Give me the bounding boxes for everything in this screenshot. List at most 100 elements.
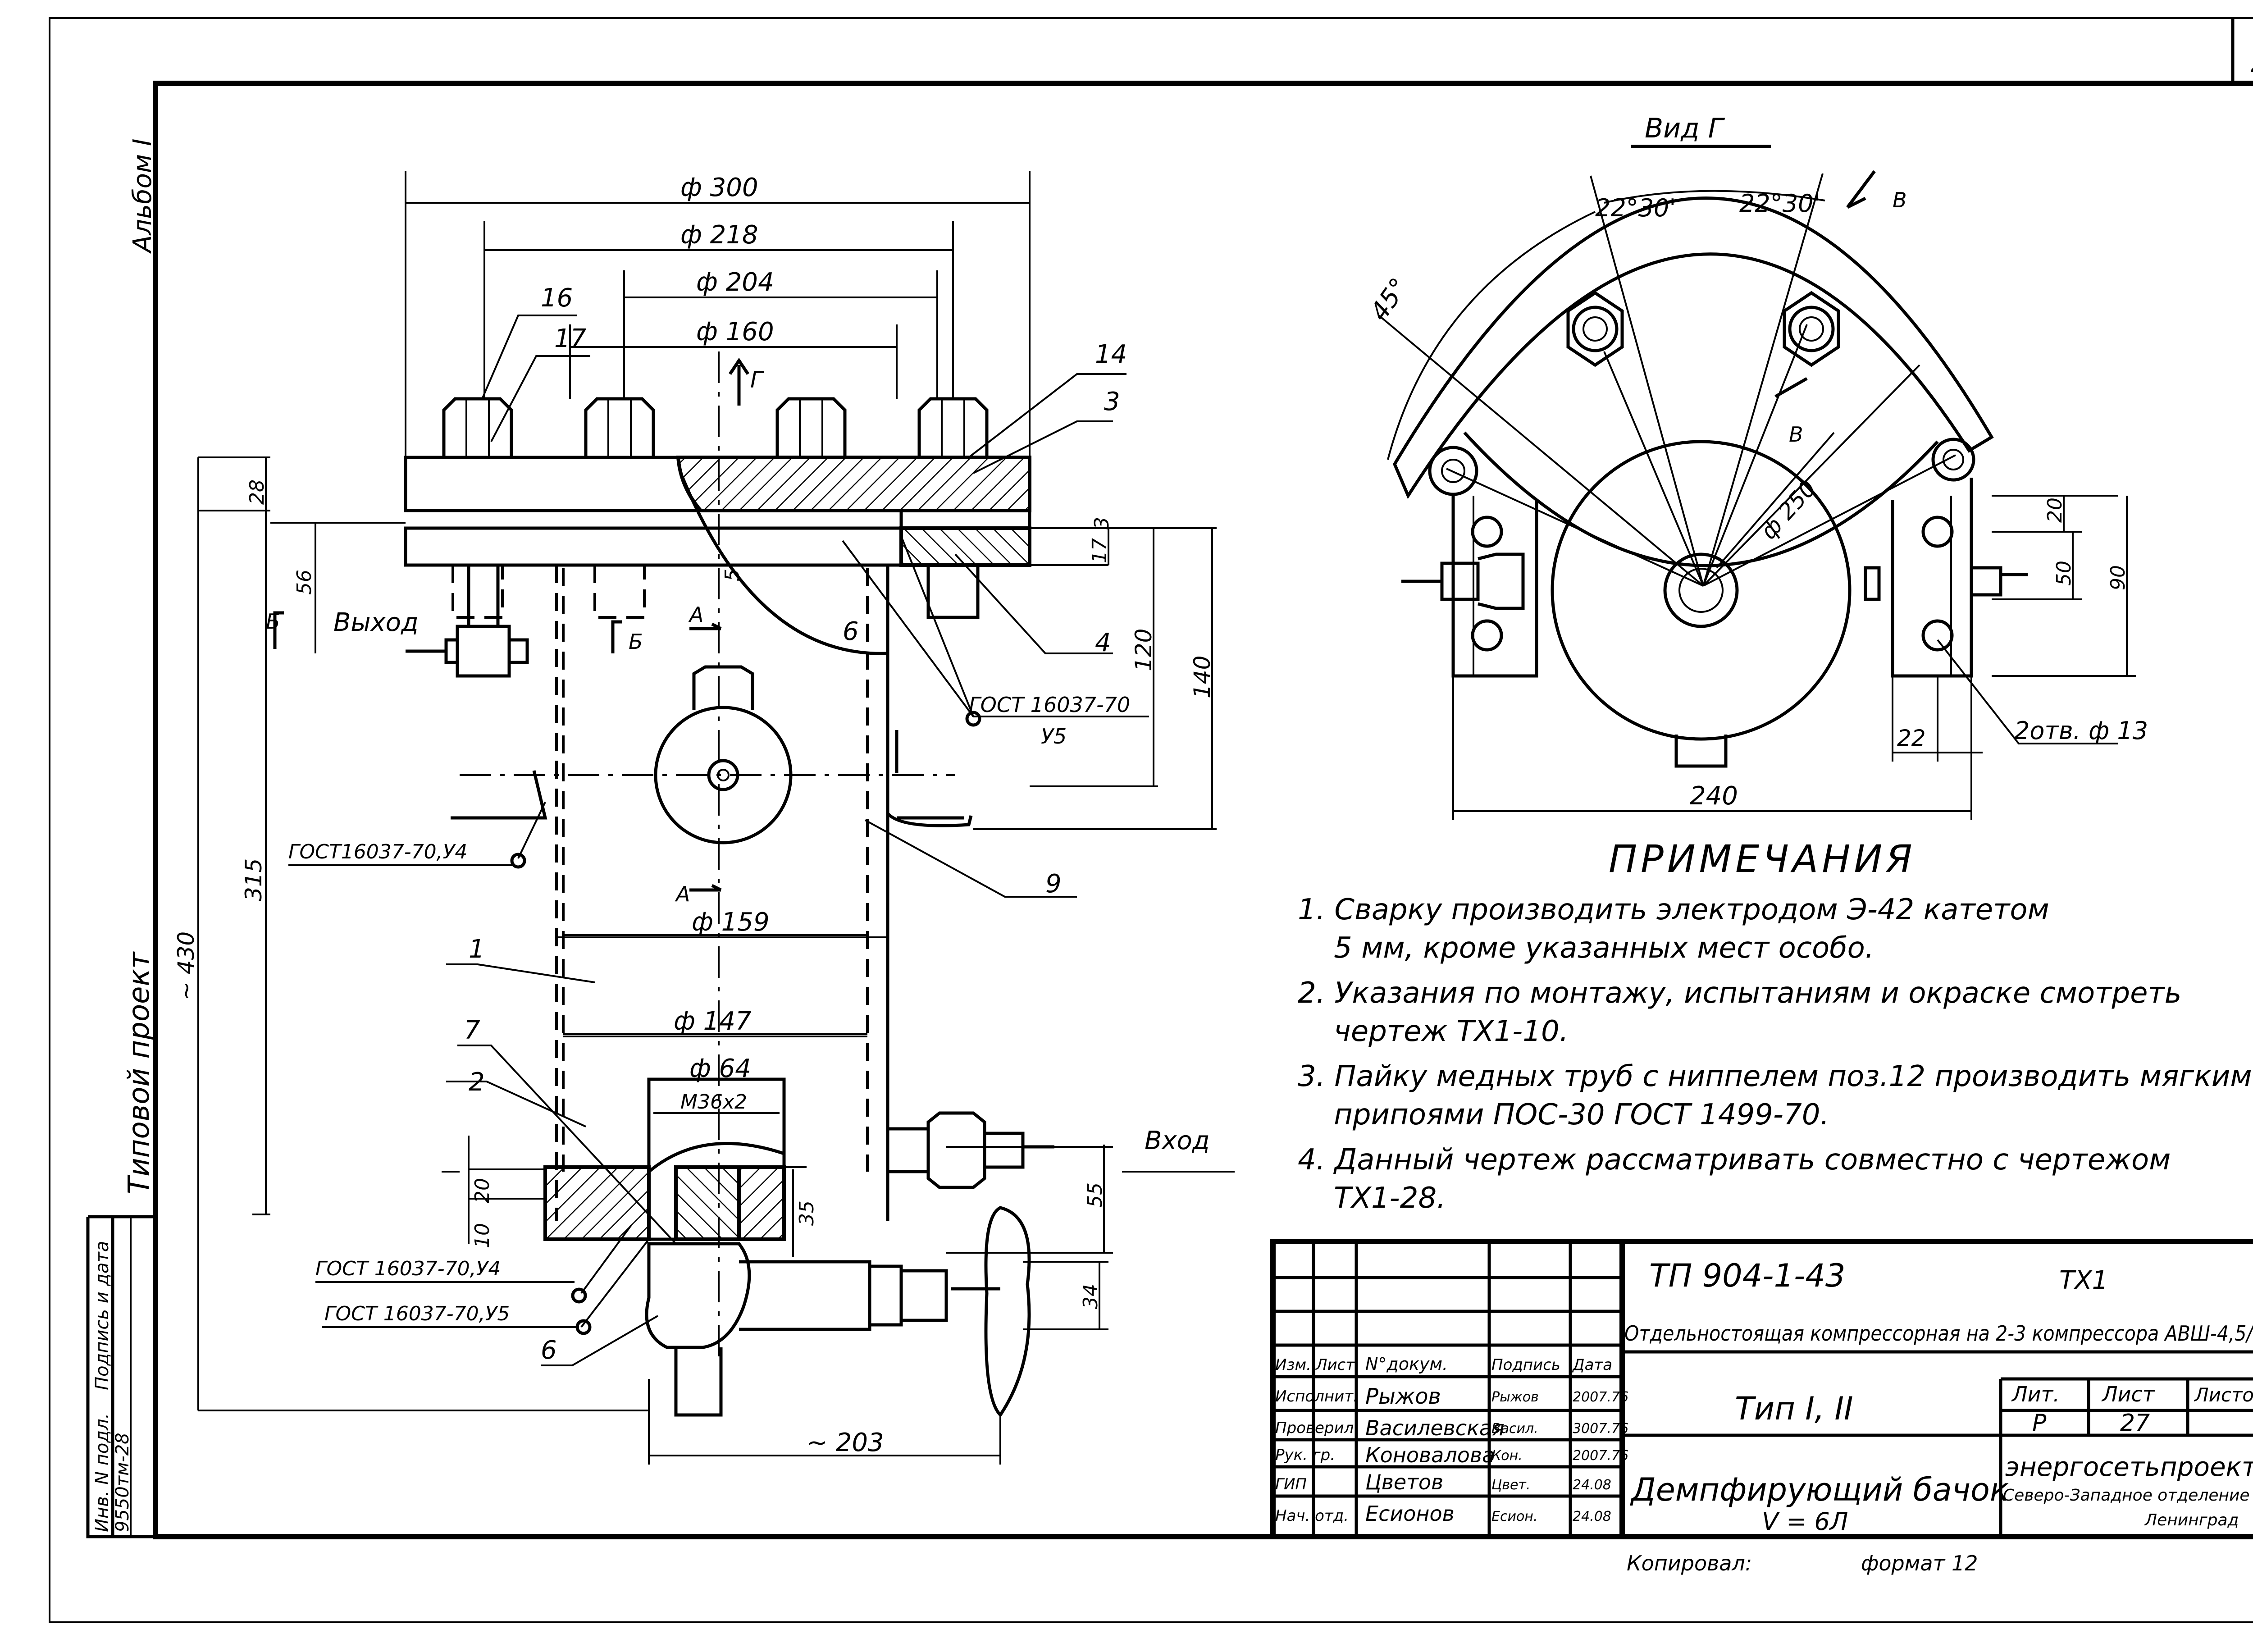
- view-g-bolt-4: [1931, 438, 1975, 482]
- album-label: Альбом I: [128, 139, 157, 254]
- dim-140: 140: [1189, 656, 1215, 698]
- dim-17: 17: [1088, 538, 1111, 563]
- inlet-label: Вход: [1145, 1126, 1210, 1155]
- sign-2: Кон.: [1491, 1448, 1523, 1464]
- label-pos-9: 9: [1045, 869, 1062, 899]
- section-mark-a-top: А: [688, 602, 703, 627]
- view-g-bolt-2: [1783, 291, 1840, 367]
- dim-430: ~ 430: [173, 931, 199, 1000]
- view-g-holes: 2отв. ф 13: [2014, 716, 2148, 745]
- section-mark-b-left: Б: [266, 609, 280, 634]
- dim-203: ~ 203: [807, 1428, 884, 1457]
- section-mark-a-bottom: А: [675, 882, 690, 906]
- role-4: Нач. отд.: [1275, 1507, 1349, 1525]
- notes-heading: ПРИМЕЧАНИЯ: [1609, 837, 1916, 881]
- note-line-6: припоями ПОС-30 ГОСТ 1499-70.: [1334, 1098, 1829, 1132]
- inspection-fitting: [654, 706, 793, 844]
- tb-header-doc: N°докум.: [1365, 1354, 1448, 1374]
- view-g-section-b-mid: В: [1789, 422, 1803, 447]
- label-pos-7: 7: [464, 1016, 480, 1045]
- label-pos-4: 4: [1095, 628, 1111, 657]
- lit-value: Р: [2032, 1410, 2047, 1437]
- tb-header-list: Лист: [1315, 1356, 1355, 1374]
- dim-phi204: ф 204: [696, 268, 774, 297]
- role-3: ГИП: [1275, 1475, 1307, 1493]
- sign-4: Есион.: [1491, 1509, 1537, 1524]
- outlet-fitting: [406, 565, 529, 678]
- dim-28: 28: [246, 479, 269, 505]
- weld-note-gost-u4-bottom: ГОСТ 16037-70,У4: [315, 1257, 501, 1280]
- title-block: [1270, 1239, 2253, 1539]
- weld-note-gost-left: ГОСТ16037-70,У4: [288, 840, 467, 863]
- name-1: Василевская: [1365, 1416, 1505, 1440]
- view-g-dim-90: 90: [2107, 565, 2130, 590]
- left-margin: [86, 1215, 155, 1538]
- note-line-8: ТХ1-28.: [1334, 1182, 1446, 1215]
- sheet-header: Лист: [2101, 1382, 2155, 1406]
- view-g-angle-right: 22°30': [1739, 189, 1820, 218]
- dim-34: 34: [1079, 1284, 1102, 1309]
- view-g-dim-22: 22: [1897, 725, 1926, 751]
- date-1: 3007.76: [1573, 1421, 1628, 1437]
- inlet-fitting: [888, 1111, 1054, 1189]
- view-g-bracket-left: [1451, 496, 1538, 678]
- view-g-bolt-1: [1566, 291, 1624, 367]
- dim-120: 120: [1131, 629, 1157, 671]
- bottom-nipple: [674, 1165, 741, 1241]
- dim-315: 315: [241, 858, 267, 901]
- view-g-dim-20: 20: [2043, 497, 2066, 523]
- bolt-4: [917, 397, 989, 619]
- tb-header-sign: Подпись: [1491, 1356, 1560, 1374]
- type-label: Тип I, II: [1735, 1390, 1853, 1427]
- label-pos-2: 2: [469, 1068, 485, 1097]
- view-g: [1378, 145, 2136, 820]
- project-type-label: Типовой проект: [123, 951, 156, 1194]
- section-mark-g: Г: [750, 367, 765, 393]
- inventory-header-1: Инв. N подл.: [92, 1413, 113, 1532]
- dim-20: 20: [471, 1178, 494, 1203]
- date-2: 2007.76: [1573, 1448, 1628, 1464]
- dim-5: 5: [721, 569, 744, 581]
- date-3: 24.08: [1573, 1477, 1611, 1493]
- sheet-frame: [49, 17, 2253, 1623]
- dim-phi147: ф 147: [674, 1007, 752, 1036]
- sign-3: Цвет.: [1491, 1477, 1530, 1493]
- top-flange-section: [676, 456, 1031, 512]
- view-g-title: Вид Г: [1645, 113, 1725, 144]
- view-g-vessel: [1551, 440, 1852, 741]
- label-pos-3: 3: [1104, 387, 1120, 416]
- project-description: Отдельностоящая компрессорная на 2-3 ком…: [1624, 1321, 2253, 1346]
- dim-35: 35: [795, 1200, 818, 1226]
- valve-handwheel: [984, 1206, 1031, 1418]
- role-2: Рук. гр.: [1275, 1446, 1335, 1464]
- org-city: Ленинград: [2144, 1511, 2239, 1529]
- dim-phi300: ф 300: [680, 173, 758, 202]
- inventory-number: 9550тм-28: [112, 1433, 133, 1532]
- dim-55: 55: [1084, 1182, 1107, 1208]
- bolt-1: [442, 397, 513, 619]
- bolt-2: [584, 397, 655, 619]
- sign-1: Васил.: [1491, 1421, 1538, 1437]
- outlet-label: Выход: [333, 608, 419, 637]
- role-1: Проверил: [1275, 1419, 1354, 1437]
- drawing-name: Демпфирующий бачок: [1630, 1471, 2009, 1508]
- sheets-header: Листов: [2194, 1384, 2253, 1406]
- tb-header-date: Дата: [1572, 1356, 1612, 1374]
- note-line-1: 1. Сварку производить электродом Э-42 ка…: [1298, 893, 2049, 926]
- notes-block: ПРИМЕЧАНИЯ 1. Сварку производить электро…: [1298, 837, 2253, 1215]
- thread-size: М36х2: [680, 1091, 747, 1114]
- dim-phi218: ф 218: [680, 220, 758, 250]
- weld-note-gost-top: ГОСТ 16037-70: [969, 693, 1130, 717]
- label-pos-6-top: 6: [843, 617, 859, 646]
- view-g-dim-50: 50: [2052, 561, 2075, 586]
- copied-by: Копировал:: [1627, 1551, 1752, 1575]
- sheet-value: 27: [2120, 1410, 2150, 1437]
- dim-10: 10: [471, 1223, 494, 1248]
- note-line-4: чертеж ТХ1-10.: [1334, 1015, 1569, 1048]
- view-g-flange-arc: [1393, 196, 1994, 499]
- label-pos-6-bottom: 6: [541, 1336, 557, 1365]
- name-4: Есионов: [1365, 1501, 1455, 1526]
- dim-phi64: ф 64: [689, 1054, 751, 1083]
